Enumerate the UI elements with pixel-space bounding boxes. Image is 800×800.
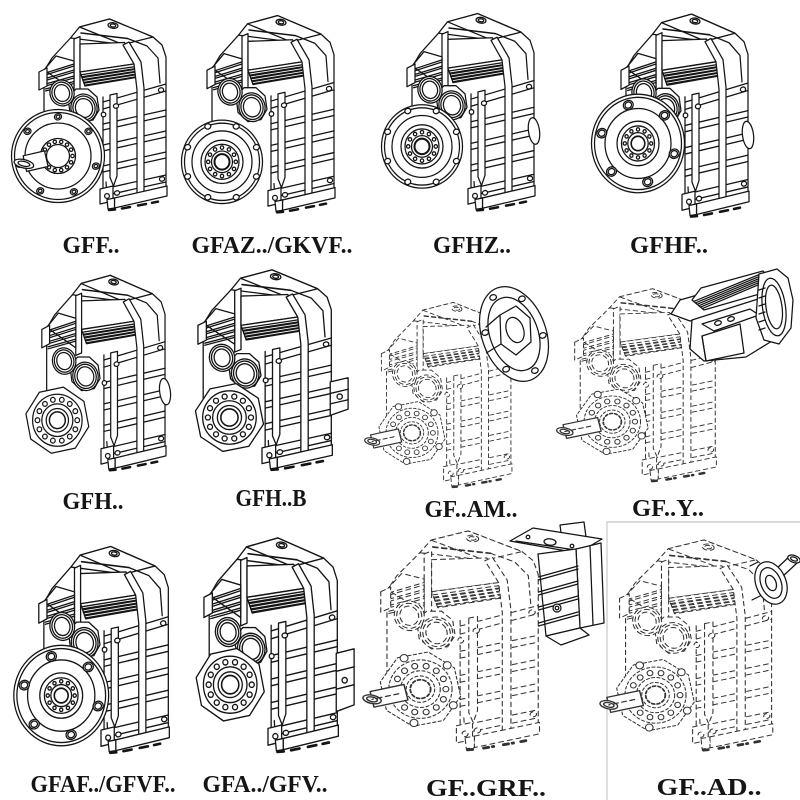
svg-text:GFH..: GFH.. <box>63 489 124 515</box>
svg-text:GFHF..: GFHF.. <box>630 233 708 259</box>
svg-text:GFA../GFV..: GFA../GFV.. <box>203 772 328 798</box>
svg-text:GF..AD..: GF..AD.. <box>657 775 762 800</box>
svg-text:GFF..: GFF.. <box>63 233 120 259</box>
svg-text:GF..GRF..: GF..GRF.. <box>426 776 546 800</box>
svg-text:GF..Y..: GF..Y.. <box>632 496 704 522</box>
svg-text:GFAF../GFVF..: GFAF../GFVF.. <box>31 772 176 798</box>
svg-text:GFHZ..: GFHZ.. <box>433 233 511 259</box>
svg-text:GFAZ../GKVF..: GFAZ../GKVF.. <box>192 233 353 259</box>
svg-text:GF..AM..: GF..AM.. <box>425 497 518 523</box>
svg-text:GFH..B: GFH..B <box>236 486 307 512</box>
